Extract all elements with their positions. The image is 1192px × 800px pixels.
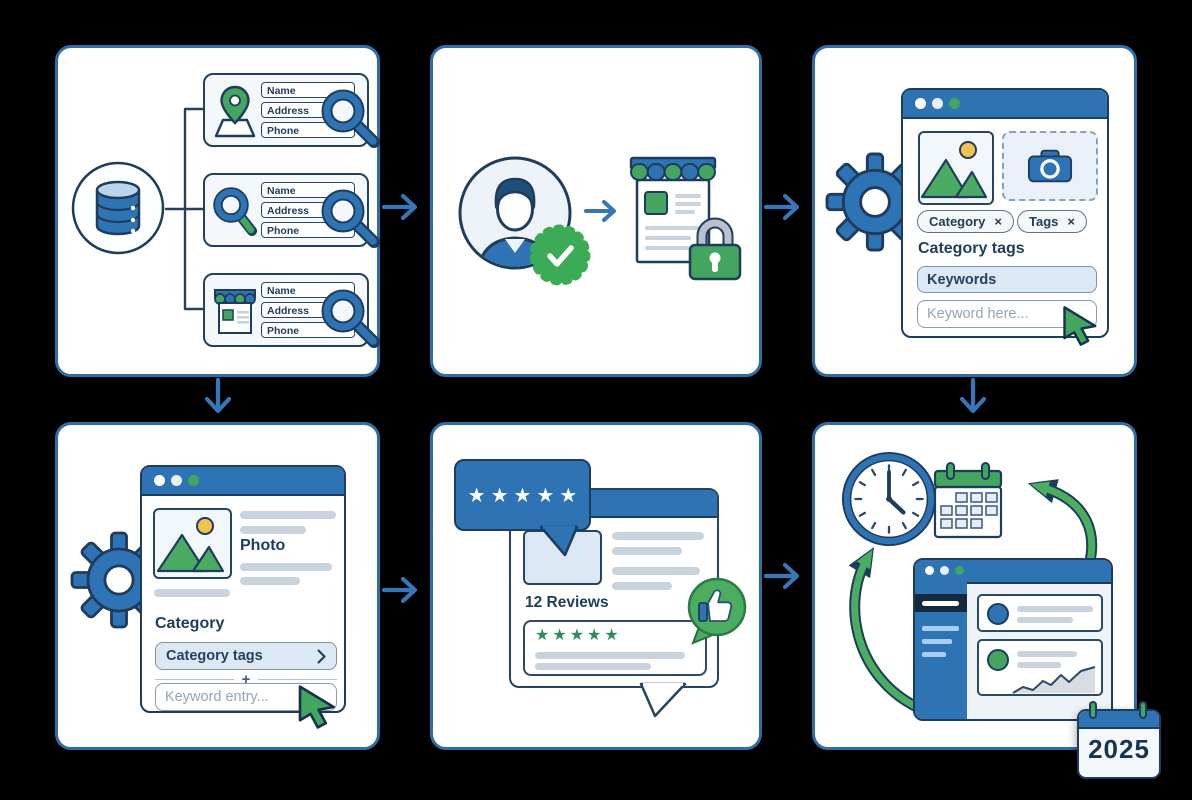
star-rating: ★★★★★: [467, 484, 583, 507]
area-chart: [1012, 666, 1096, 694]
browser-window: Photo Category Category tags +: [140, 465, 346, 713]
review-count: 12 Reviews: [525, 594, 609, 611]
year-calendar: 2025: [1077, 701, 1161, 781]
map-pin-icon: [214, 85, 256, 138]
window-dot: [932, 98, 943, 109]
flow-arrow-down: [959, 377, 987, 414]
bubble-tail: [539, 525, 579, 557]
cursor-icon: [1063, 306, 1097, 346]
arrow-right-icon: [584, 200, 616, 222]
lock-icon: [688, 217, 742, 281]
panel-data-sources: Name Address Phone Name Address: [55, 45, 380, 377]
flow-arrow-right: [381, 193, 418, 221]
review-speech-bubble: 12 Reviews ★★★★★: [509, 488, 719, 688]
panel-growth: 2025: [812, 422, 1161, 779]
verified-badge-icon: [529, 224, 591, 286]
dashboard-window: [913, 558, 1113, 721]
select-value: Category tags: [166, 648, 263, 664]
plus-icon: +: [241, 671, 251, 688]
browser-titlebar: [142, 467, 344, 496]
chip-label: Tags: [1029, 214, 1059, 229]
sidebar-item[interactable]: [922, 626, 959, 631]
window-dot: [925, 566, 934, 575]
search-icon: [321, 289, 380, 348]
dashboard-card-chart: [977, 639, 1103, 696]
listing-card-map: Name Address Phone: [203, 73, 380, 148]
keywords-field[interactable]: [917, 266, 1097, 293]
panel-reviews: 12 Reviews ★★★★★ ★★★★★: [430, 422, 762, 750]
chip-category[interactable]: Category ×: [917, 210, 1014, 233]
window-dot: [955, 566, 964, 575]
browser-titlebar: [915, 560, 1111, 584]
connector-lines: [164, 107, 205, 311]
sidebar-item[interactable]: [922, 652, 946, 657]
chip-label: Category: [929, 214, 986, 229]
dashboard-card: [977, 594, 1103, 632]
panel-category-tags: Category × Tags × Category tags: [812, 45, 1137, 377]
window-dot: [154, 475, 165, 486]
storefront-icon: [214, 289, 256, 334]
calendar-icon: [933, 462, 1003, 539]
review-card: ★★★★★: [523, 620, 707, 676]
add-divider: +: [155, 671, 338, 688]
browser-titlebar: [903, 90, 1107, 119]
category-tags-select[interactable]: Category tags: [155, 642, 337, 670]
window-dot: [915, 98, 926, 109]
window-dot: [949, 98, 960, 109]
chip-tags[interactable]: Tags ×: [1017, 210, 1087, 233]
flow-arrow-right: [763, 562, 800, 590]
rating-speech-bubble: ★★★★★: [454, 459, 591, 531]
calendar-ring: [1089, 701, 1097, 719]
sidebar: [915, 582, 967, 719]
bubble-tail: [639, 682, 687, 718]
year-label: 2025: [1088, 734, 1150, 764]
photo-thumbnail: [918, 131, 994, 205]
category-label: Category: [155, 615, 225, 632]
chip-close-icon[interactable]: ×: [994, 214, 1002, 229]
photo-upload-placeholder[interactable]: [1002, 131, 1098, 201]
calendar-ring: [1139, 701, 1147, 719]
camera-icon: [1027, 149, 1073, 183]
search-icon: [321, 189, 380, 248]
chevron-right-icon: [317, 648, 326, 664]
panel-verification: [430, 45, 762, 377]
database-icon: [71, 161, 165, 255]
listing-card-search: Name Address Phone: [203, 173, 380, 248]
avatar-dot: [987, 603, 1009, 625]
photo-thumbnail: [153, 508, 232, 579]
chip-close-icon[interactable]: ×: [1067, 214, 1075, 229]
avatar-dot: [987, 649, 1009, 671]
search-icon: [213, 187, 257, 236]
photo-label: Photo: [240, 537, 286, 554]
star-rating: ★★★★★: [535, 627, 622, 644]
sidebar-item[interactable]: [922, 639, 952, 644]
listing-card-store: Name Address Phone: [203, 273, 380, 348]
category-tags-label: Category tags: [918, 240, 1025, 257]
cursor-icon: [298, 685, 335, 729]
search-icon: [321, 89, 380, 148]
window-dot: [940, 566, 949, 575]
window-dot: [171, 475, 182, 486]
thumbs-up-icon: [687, 577, 747, 645]
flow-arrow-right: [763, 193, 800, 221]
panel-photo-category: Photo Category Category tags +: [55, 422, 380, 750]
flow-arrow-right: [381, 576, 418, 604]
flow-arrow-down: [204, 377, 232, 414]
dashboard-content: [967, 582, 1111, 719]
browser-window: Category × Tags × Category tags: [901, 88, 1109, 338]
sidebar-active-item[interactable]: [915, 594, 967, 612]
clock-icon: [841, 451, 937, 547]
storefront-icon: [629, 156, 717, 264]
window-dot: [188, 475, 199, 486]
